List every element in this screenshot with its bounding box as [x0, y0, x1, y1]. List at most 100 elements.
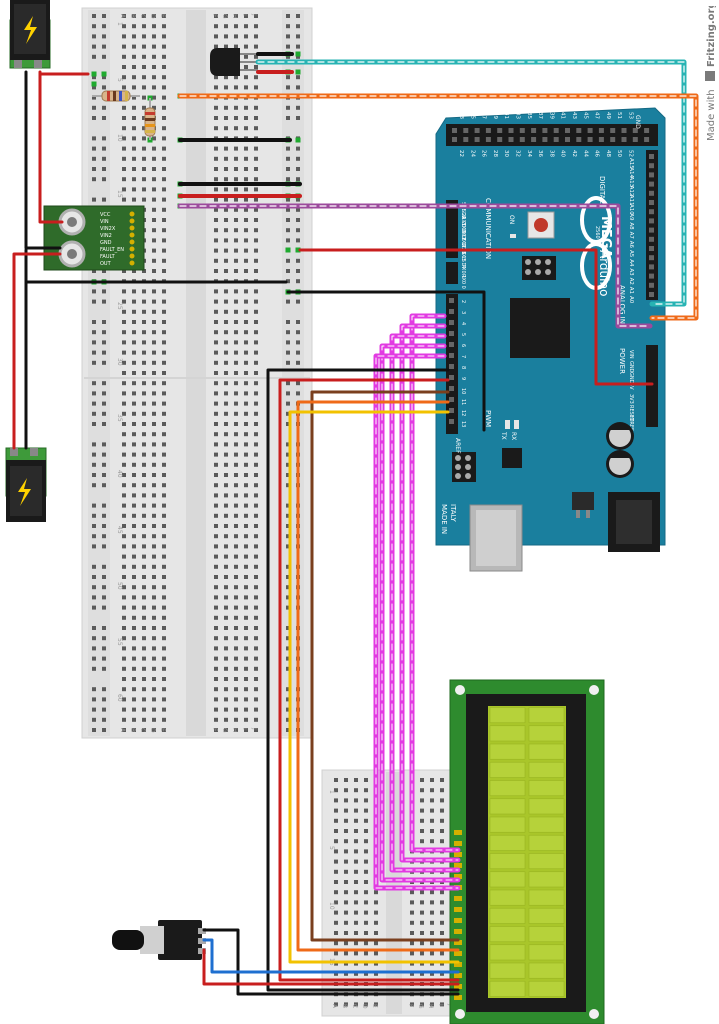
- lightning-icon: [24, 16, 37, 44]
- comm-pin-label: TX3 14: [460, 250, 466, 269]
- digital-label: DIGITAL: [598, 176, 606, 203]
- driver-pin-label: FAULT_EN: [100, 247, 124, 253]
- pwm-pin-number: 9: [460, 377, 466, 380]
- digital-pin-number: 25: [469, 112, 475, 119]
- row-number: 10: [328, 902, 335, 910]
- row-letter: F: [407, 1004, 414, 1008]
- row-letter: A: [331, 1004, 338, 1009]
- digital-pin-number: 28: [492, 150, 498, 157]
- row-letter: F: [211, 728, 218, 732]
- breadboard-center-channel: [186, 10, 206, 736]
- pwm-pin-number: 8: [460, 366, 466, 369]
- pwm-pin-number: 5: [460, 333, 466, 336]
- row-letter: G: [221, 14, 228, 19]
- pwm-pin-number: 11: [460, 399, 466, 405]
- breadboard-holes: [92, 14, 300, 732]
- made-in-label: MADE IN: [440, 504, 448, 534]
- digital-pin-number: 26: [481, 150, 487, 157]
- analog-pin-label: A3: [628, 268, 634, 276]
- fritzing-logo-icon: [705, 71, 715, 81]
- digital-pin-number: 45: [582, 112, 588, 119]
- row-letter: D: [361, 1004, 368, 1009]
- fritzing-credit: Made with Fritzing.org: [705, 6, 717, 141]
- digital-pin-number: 31: [503, 112, 509, 119]
- row-letter: H: [231, 728, 238, 733]
- row-letter: I: [241, 14, 248, 16]
- digital-pin-number: 38: [548, 150, 554, 157]
- analog-pin-label: A6: [628, 241, 634, 249]
- row-letter: J: [251, 13, 258, 16]
- svg-text:2560: 2560: [594, 226, 600, 239]
- digital-pin-number: 39: [548, 112, 554, 119]
- row-letter: B: [129, 728, 136, 732]
- pwm-pin-number: 4: [460, 322, 466, 325]
- row-number: 50: [116, 582, 123, 590]
- driver-pin-label: FAULT: [100, 254, 116, 260]
- row-letter: F: [211, 14, 218, 18]
- arduino-brand: Arduino: [597, 250, 611, 296]
- digital-pin-number: 24: [469, 150, 475, 157]
- communication-header: [446, 200, 458, 258]
- row-letter: C: [139, 728, 146, 732]
- row-letter: B: [129, 14, 136, 18]
- power-jack-bottom: [5, 447, 47, 522]
- credit-prefix: Made with: [706, 89, 717, 141]
- communication-label: COMMUNICATION: [484, 198, 492, 259]
- row-number: 30: [116, 358, 123, 366]
- digital-pin-number: 36: [537, 150, 543, 157]
- pwm-pin-number: 7: [460, 355, 466, 358]
- analog-pin-label: A5: [628, 250, 634, 258]
- row-letter: G: [221, 728, 228, 733]
- row-number: 45: [116, 526, 123, 534]
- driver-pin-label: VCC: [100, 212, 111, 218]
- pwm-label: PWM: [484, 410, 492, 427]
- row-number: 5: [328, 846, 335, 850]
- serial-pin-label: RX0 0: [460, 274, 466, 289]
- reset-button: [534, 218, 548, 232]
- comm-pin-label: TX1 18: [460, 222, 466, 241]
- comm-pin-label: RX2 17: [460, 230, 466, 248]
- power-label: POWER: [618, 348, 626, 374]
- digital-pin-number: 51: [616, 112, 622, 119]
- svg-text:RX: RX: [510, 432, 517, 440]
- power-pin-label: VIN: [628, 350, 634, 359]
- digital-pin-number: 42: [571, 150, 577, 157]
- serial-pin-label: TX0 1: [460, 263, 466, 278]
- analog-pin-label: A11: [628, 195, 634, 206]
- svg-text:ON: ON: [508, 215, 515, 224]
- row-letter: A: [119, 14, 126, 19]
- analog-pin-label: A0: [628, 296, 634, 304]
- digital-pin-number: 35: [526, 112, 532, 119]
- temperature-sensor: [210, 48, 258, 76]
- lightning-icon: [18, 478, 31, 506]
- pwm-pin-number: 6: [460, 344, 466, 347]
- digital-pin-number: 32: [515, 150, 521, 157]
- row-number: 55: [116, 638, 123, 646]
- digital-pin-number: 23: [458, 112, 464, 119]
- analog-pin-label: A7: [628, 232, 634, 240]
- analog-in-label: ANALOG IN: [618, 285, 626, 324]
- digital-pin-number: 43: [571, 112, 577, 119]
- row-number: 15: [116, 190, 123, 198]
- microcontroller-chip: [510, 298, 570, 358]
- driver-pin-label: VIN2X: [100, 226, 116, 232]
- driver-pin-label: VIN2: [100, 233, 112, 239]
- power-pin-label: IOREF: [628, 416, 634, 431]
- power-rail-left: [88, 10, 110, 736]
- comm-pin-label: RX1 19: [460, 216, 466, 234]
- analog-pin-label: A8: [628, 222, 634, 230]
- made-in-country: ITALY: [449, 504, 457, 523]
- power-pin-label: 3V3: [628, 394, 634, 404]
- digital-pin-number: 53: [628, 112, 634, 119]
- digital-pin-number: 48: [605, 150, 611, 157]
- analog-pin-label: A1: [628, 287, 634, 294]
- comm-pin-label: RX3 15: [460, 244, 466, 262]
- row-letter: G: [417, 1004, 424, 1009]
- row-number: 25: [116, 302, 123, 310]
- resistor-horizontal: [92, 90, 140, 102]
- potentiometer: [112, 920, 206, 960]
- main-breadboard: AABBCCDDEEFFGGHHIIJJ15101520253035404550…: [81, 7, 313, 739]
- digital-pin-number: 37: [537, 112, 543, 119]
